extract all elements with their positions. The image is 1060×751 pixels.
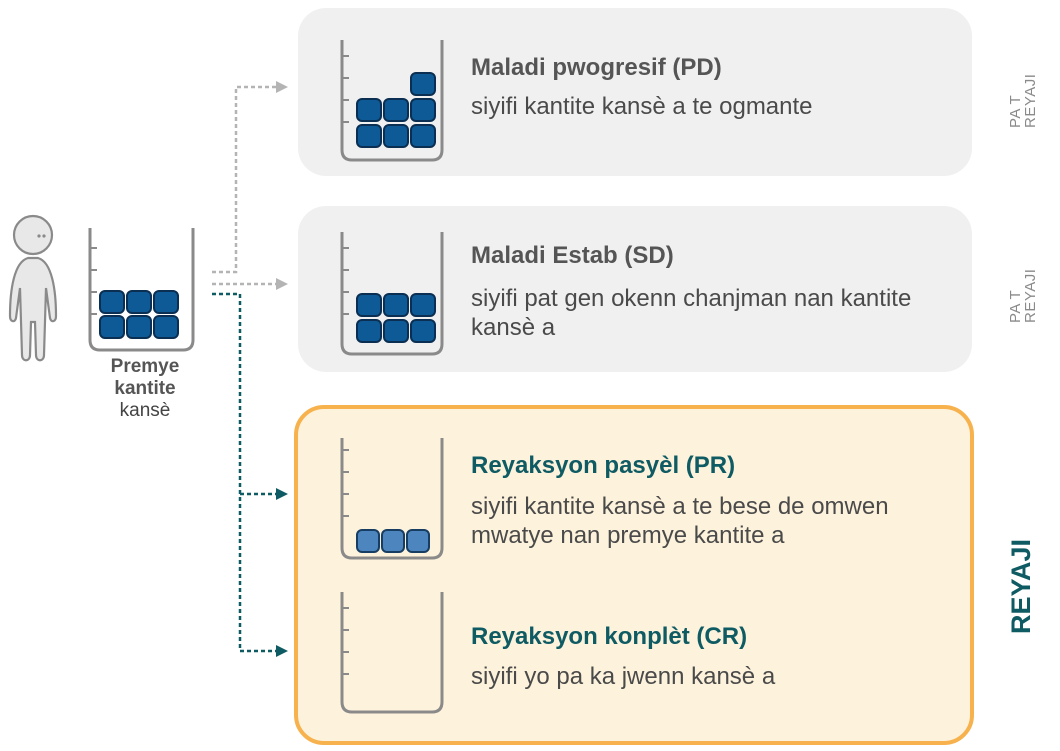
sd-description: siyifi pat gen okenn chanjman nan kantit… [471, 285, 912, 341]
baseline-blocks [99, 290, 179, 339]
sd-side-label-line1: PA T [1007, 289, 1024, 323]
cr-title: Reyaksyon konplèt (CR) [471, 623, 748, 650]
person-icon [8, 214, 58, 362]
pd-title: Maladi pwogresif (PD) [471, 54, 722, 81]
baseline-label-line2: kantite [114, 378, 176, 399]
pd-side-label: PA T REYAJI [1007, 73, 1039, 128]
stable-disease-card [298, 206, 972, 372]
connector-to-pd [212, 85, 276, 274]
pd-side-label-line2: REYAJI [1022, 73, 1039, 128]
sd-beaker [340, 232, 444, 356]
arrowhead-cr [276, 645, 288, 657]
pd-blocks [356, 72, 436, 148]
baseline-beaker [88, 228, 195, 352]
response-card [294, 405, 974, 745]
pr-title: Reyaksyon pasyèl (PR) [471, 452, 736, 479]
arrowhead-pd [276, 81, 288, 93]
arrowhead-pr [276, 488, 288, 500]
cr-beaker [340, 592, 444, 714]
pr-description: siyifi kantite kansè a te bese de omwen … [471, 493, 889, 549]
sd-blocks [356, 293, 436, 343]
connector-to-response [212, 292, 276, 653]
pr-beaker [340, 438, 444, 560]
pd-side-label-line1: PA T [1007, 94, 1024, 128]
response-side-label: REYAJI [1006, 538, 1036, 634]
baseline-label-line1: Premye [110, 356, 180, 377]
sd-side-label-line2: REYAJI [1022, 268, 1039, 323]
baseline-caption: Premye kantite kansè [85, 356, 205, 422]
pd-beaker [340, 40, 444, 162]
cr-description: siyifi yo pa ka jwenn kansè a [471, 663, 776, 690]
sd-title: Maladi Estab (SD) [471, 242, 674, 269]
pr-blocks [356, 529, 430, 553]
pd-description: siyifi kantite kansè a te ogmante [471, 93, 813, 120]
baseline-label-line3: kansè [119, 400, 171, 421]
arrowhead-sd [276, 278, 288, 290]
sd-side-label: PA T REYAJI [1007, 268, 1039, 323]
